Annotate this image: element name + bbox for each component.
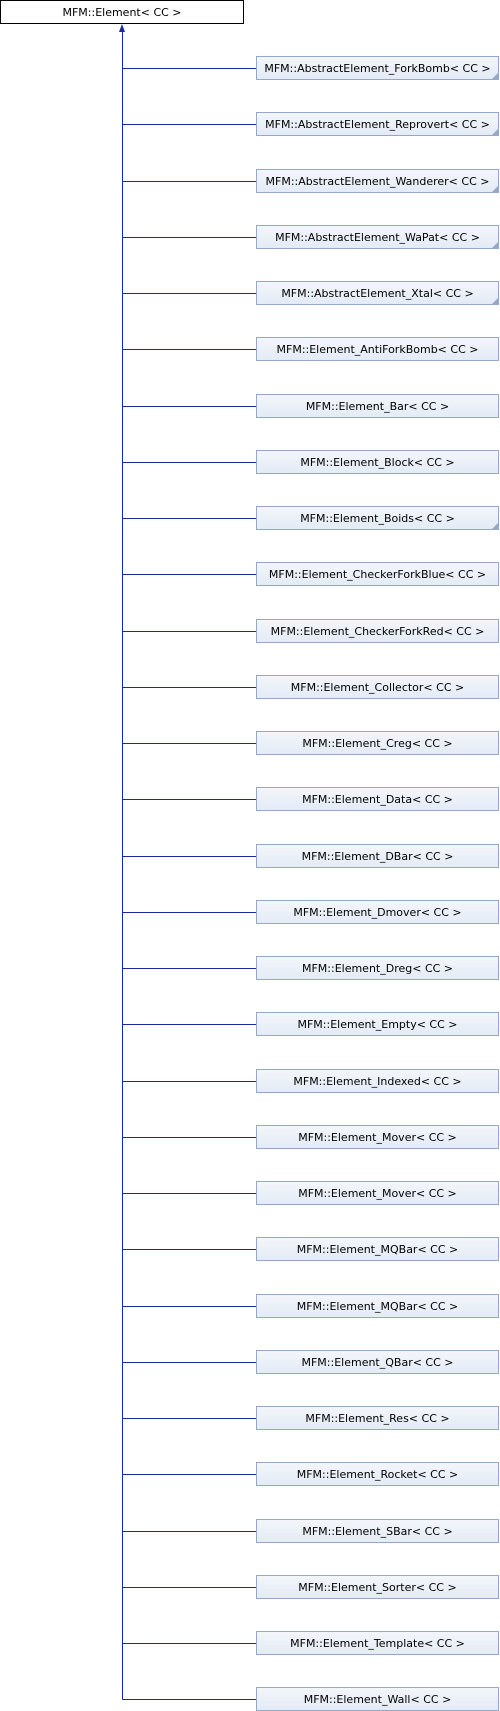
derived-class-node[interactable]: MFM::Element_Mover< CC > — [256, 1125, 499, 1149]
derived-class-node[interactable]: MFM::Element_Dreg< CC > — [256, 956, 499, 980]
derived-class-node[interactable]: MFM::Element_Block< CC > — [256, 450, 499, 474]
derived-class-node[interactable]: MFM::Element_CheckerForkRed< CC > — [256, 619, 499, 643]
derived-class-node[interactable]: MFM::Element_Template< CC > — [256, 1631, 499, 1655]
derived-class-label: MFM::Element_AntiForkBomb< CC > — [276, 342, 479, 356]
derived-class-node[interactable]: MFM::Element_MQBar< CC > — [256, 1294, 499, 1318]
derived-class-label: MFM::AbstractElement_WaPat< CC > — [275, 230, 480, 244]
derived-class-label: MFM::Element_Mover< CC > — [298, 1186, 457, 1200]
derived-class-node[interactable]: MFM::Element_Empty< CC > — [256, 1012, 499, 1036]
derived-class-label: MFM::Element_Block< CC > — [300, 455, 455, 469]
derived-class-label: MFM::Element_Collector< CC > — [290, 680, 465, 694]
derived-class-label: MFM::Element_Indexed< CC > — [293, 1074, 462, 1088]
derived-class-label: MFM::Element_Data< CC > — [302, 792, 453, 806]
collapsed-subtree-marker-icon — [492, 242, 498, 248]
derived-class-node[interactable]: MFM::Element_CheckerForkBlue< CC > — [256, 562, 499, 586]
derived-class-node[interactable]: MFM::Element_SBar< CC > — [256, 1519, 499, 1543]
derived-class-node[interactable]: MFM::Element_Mover< CC > — [256, 1181, 499, 1205]
derived-class-node[interactable]: MFM::Element_AntiForkBomb< CC > — [256, 337, 499, 361]
collapsed-subtree-marker-icon — [492, 129, 498, 135]
inheritance-arrowhead — [119, 24, 125, 32]
derived-class-node[interactable]: MFM::Element_DBar< CC > — [256, 844, 499, 868]
derived-class-node[interactable]: MFM::Element_Boids< CC > — [256, 506, 499, 530]
root-class-node[interactable]: MFM::Element< CC > — [0, 0, 244, 24]
collapsed-subtree-marker-icon — [492, 298, 498, 304]
derived-class-label: MFM::Element_Bar< CC > — [305, 399, 450, 413]
derived-class-label: MFM::Element_CheckerForkBlue< CC > — [268, 567, 487, 581]
derived-class-label: MFM::Element_MQBar< CC > — [296, 1242, 459, 1256]
derived-class-node[interactable]: MFM::Element_Data< CC > — [256, 787, 499, 811]
derived-class-label: MFM::Element_Mover< CC > — [298, 1130, 457, 1144]
derived-class-node[interactable]: MFM::AbstractElement_Xtal< CC > — [256, 281, 499, 305]
derived-class-label: MFM::Element_SBar< CC > — [302, 1524, 453, 1538]
derived-class-node[interactable]: MFM::Element_Bar< CC > — [256, 394, 499, 418]
derived-class-label: MFM::Element_Res< CC > — [305, 1411, 450, 1425]
derived-class-node[interactable]: MFM::Element_Indexed< CC > — [256, 1069, 499, 1093]
derived-class-node[interactable]: MFM::Element_Wall< CC > — [256, 1687, 499, 1711]
derived-class-label: MFM::Element_DBar< CC > — [301, 849, 454, 863]
derived-class-label: MFM::AbstractElement_Wanderer< CC > — [265, 174, 490, 188]
derived-class-node[interactable]: MFM::AbstractElement_Wanderer< CC > — [256, 169, 499, 193]
derived-class-label: MFM::Element_Dreg< CC > — [301, 961, 454, 975]
derived-class-node[interactable]: MFM::Element_MQBar< CC > — [256, 1237, 499, 1261]
collapsed-subtree-marker-icon — [492, 73, 498, 79]
derived-class-node[interactable]: MFM::Element_Sorter< CC > — [256, 1575, 499, 1599]
derived-class-label: MFM::Element_Boids< CC > — [300, 511, 455, 525]
derived-class-label: MFM::Element_MQBar< CC > — [296, 1299, 459, 1313]
root-class-label: MFM::Element< CC > — [62, 5, 182, 19]
collapsed-subtree-marker-icon — [492, 523, 498, 529]
derived-class-label: MFM::Element_CheckerForkRed< CC > — [270, 624, 485, 638]
derived-class-label: MFM::Element_Creg< CC > — [302, 736, 453, 750]
derived-class-label: MFM::Element_Sorter< CC > — [298, 1580, 457, 1594]
derived-class-label: MFM::AbstractElement_Xtal< CC > — [281, 286, 474, 300]
derived-class-node[interactable]: MFM::Element_Creg< CC > — [256, 731, 499, 755]
derived-class-node[interactable]: MFM::Element_Dmover< CC > — [256, 900, 499, 924]
derived-class-node[interactable]: MFM::Element_Res< CC > — [256, 1406, 499, 1430]
derived-class-label: MFM::AbstractElement_ForkBomb< CC > — [264, 61, 491, 75]
derived-class-node[interactable]: MFM::AbstractElement_Reprovert< CC > — [256, 112, 499, 136]
derived-class-label: MFM::Element_Dmover< CC > — [293, 905, 462, 919]
derived-class-node[interactable]: MFM::Element_Collector< CC > — [256, 675, 499, 699]
derived-class-label: MFM::Element_QBar< CC > — [301, 1355, 454, 1369]
derived-class-label: MFM::Element_Wall< CC > — [303, 1692, 452, 1706]
derived-class-node[interactable]: MFM::Element_Rocket< CC > — [256, 1462, 499, 1486]
derived-class-label: MFM::AbstractElement_Reprovert< CC > — [265, 117, 490, 131]
derived-class-node[interactable]: MFM::Element_QBar< CC > — [256, 1350, 499, 1374]
derived-class-node[interactable]: MFM::AbstractElement_WaPat< CC > — [256, 225, 499, 249]
derived-class-label: MFM::Element_Rocket< CC > — [296, 1467, 459, 1481]
collapsed-subtree-marker-icon — [492, 186, 498, 192]
derived-class-label: MFM::Element_Empty< CC > — [297, 1017, 458, 1031]
derived-class-node[interactable]: MFM::AbstractElement_ForkBomb< CC > — [256, 56, 499, 80]
derived-class-label: MFM::Element_Template< CC > — [290, 1636, 465, 1650]
